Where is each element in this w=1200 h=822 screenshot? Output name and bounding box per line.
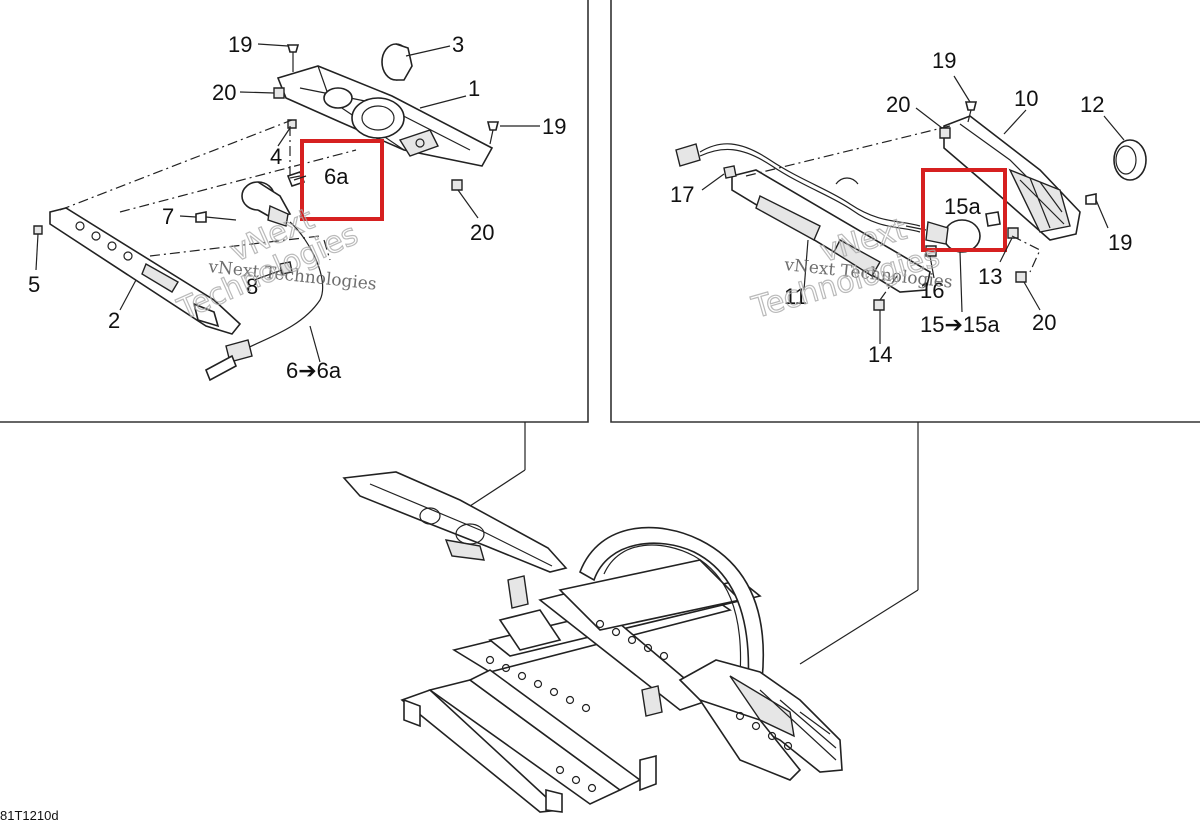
nut-20-lower-right — [1015, 271, 1027, 283]
leaders-left — [35, 43, 540, 363]
callout-19-a: 19 — [228, 32, 252, 57]
mounting-bracket-left — [49, 207, 242, 335]
callout-14: 14 — [868, 342, 892, 367]
screw-19-top-left — [286, 44, 300, 72]
bulb-15a-right — [985, 211, 1001, 227]
callout-8: 8 — [246, 274, 258, 299]
callout-20-d: 20 — [1032, 310, 1056, 335]
assembly-line-left-5 — [323, 239, 331, 261]
left-panel: 19 3 20 1 19 4 6a 7 20 5 8 2 6➔6a vNext … — [28, 32, 566, 383]
callout-3: 3 — [452, 32, 464, 57]
assembly-line-right-3 — [1011, 235, 1041, 273]
mounting-bracket-right — [731, 169, 931, 293]
assembly-line-right-2 — [879, 271, 901, 301]
assembly-line-left-2 — [119, 149, 357, 213]
screw-19-right-left — [486, 121, 500, 145]
nut-20-left — [273, 87, 285, 99]
vehicle-rear-frame — [342, 422, 919, 813]
callout-12: 12 — [1080, 92, 1104, 117]
callout-4: 4 — [270, 144, 282, 169]
callout-6a: 6a — [324, 164, 349, 189]
highlight-box-6a — [300, 139, 384, 221]
callout-13: 13 — [978, 264, 1002, 289]
screw-5-left — [33, 225, 43, 235]
right-panel: 19 20 10 12 17 15a 19 13 16 11 20 15➔15a… — [670, 48, 1147, 367]
nut-13-right — [1007, 227, 1019, 239]
callout-11: 11 — [784, 284, 807, 309]
callout-15a: 15a — [944, 194, 981, 219]
left-panel-frame — [0, 0, 589, 423]
screw-14-right — [873, 299, 885, 311]
callout-10: 10 — [1014, 86, 1038, 111]
taillight-housing-right — [943, 115, 1081, 241]
callout-7: 7 — [162, 204, 174, 229]
callout-20-a: 20 — [212, 80, 236, 105]
assembly-line-right-1 — [745, 125, 951, 177]
callout-2: 2 — [108, 308, 120, 333]
callout-20-c: 20 — [886, 92, 910, 117]
light-socket-left — [204, 181, 324, 382]
callout-17: 17 — [670, 182, 694, 207]
drawing-code: 81T1210d — [0, 808, 59, 822]
callout-15-to-15a: 15➔15a — [920, 312, 1000, 337]
callout-16: 16 — [920, 278, 944, 303]
screw-19-top-right — [964, 101, 978, 123]
callout-19-c: 19 — [932, 48, 956, 73]
taillight-housing-left — [276, 65, 494, 167]
frame-holes — [485, 619, 669, 793]
callout-5: 5 — [28, 272, 40, 297]
nut-20-top-right — [939, 127, 951, 139]
light-socket-right — [905, 219, 981, 253]
callout-1: 1 — [468, 76, 480, 101]
wire-harness-right — [675, 143, 921, 233]
nut-17-right — [723, 165, 737, 179]
leaders-right — [701, 75, 1125, 344]
callout-6-to-6a: 6➔6a — [286, 358, 342, 383]
callout-20-b: 20 — [470, 220, 494, 245]
callout-19-d: 19 — [1108, 230, 1132, 255]
lens-cap-left — [381, 43, 413, 81]
screw-7-left — [195, 211, 237, 223]
callout-19-b: 19 — [542, 114, 566, 139]
highlight-box-15a — [921, 168, 1007, 252]
assembly-line-left-1 — [59, 119, 293, 211]
assembly-line-left-3 — [149, 235, 321, 257]
lens-cap-right — [1113, 139, 1147, 181]
right-panel-frame — [610, 0, 1200, 423]
nut-20-lower-left — [451, 179, 463, 191]
screw-19-side-right — [1085, 193, 1097, 205]
